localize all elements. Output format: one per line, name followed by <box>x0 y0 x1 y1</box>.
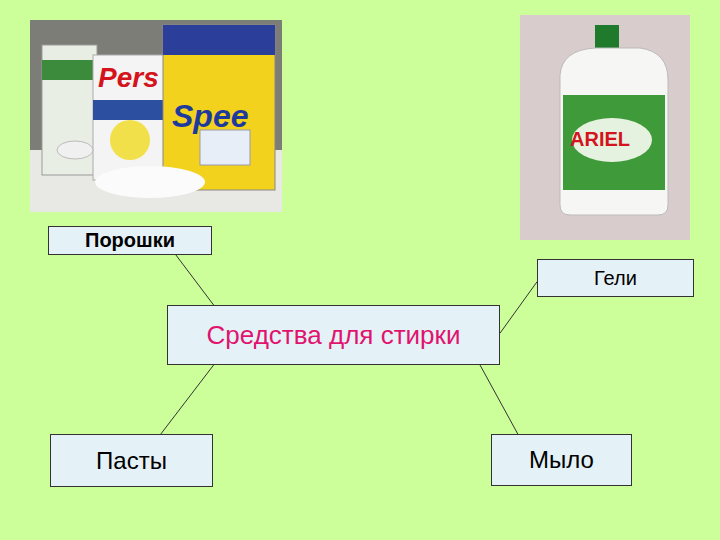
node-label: Гели <box>594 267 637 290</box>
brand-name: Pers <box>98 62 159 94</box>
category-box: Мыло <box>491 434 632 486</box>
gel-photo <box>520 15 690 240</box>
node-label: Мыло <box>529 446 594 474</box>
central-box: Средства для стирки <box>167 305 500 365</box>
node-label: Порошки <box>85 229 175 252</box>
connector-line <box>500 282 537 333</box>
connector-line <box>161 365 214 434</box>
brand-name: Spee <box>172 98 248 135</box>
node-label: Средства для стирки <box>207 320 461 351</box>
node-label: Пасты <box>96 447 167 475</box>
category-box: Гели <box>537 259 694 297</box>
connector-line <box>480 365 518 434</box>
category-box: Пасты <box>50 434 213 487</box>
connector-line <box>176 255 214 305</box>
category-box: Порошки <box>48 226 212 255</box>
brand-name: ARIEL <box>570 128 630 151</box>
powder-photo <box>30 20 282 212</box>
